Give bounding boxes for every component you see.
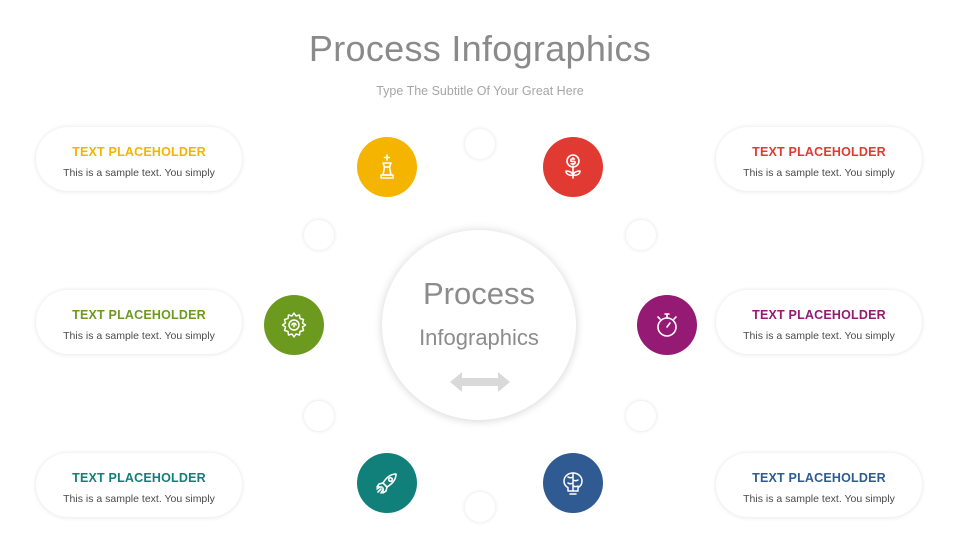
center-hub: Process Infographics [382,230,576,420]
card-text: This is a sample text. You simply [743,330,895,342]
stopwatch-icon [657,313,677,337]
card-heading: TEXT PLACEHOLDER [752,308,886,322]
connector-dot [465,129,495,159]
card-text: This is a sample text. You simply [63,167,215,179]
chess-king-icon [380,154,394,179]
text-card-4: TEXT PLACEHOLDER This is a sample text. … [716,127,922,191]
gear-brain-icon [281,312,307,338]
connector-dot [304,401,334,431]
node-1 [357,137,417,197]
card-heading: TEXT PLACEHOLDER [72,308,206,322]
brain-bulb-icon [563,472,583,495]
text-card-2: TEXT PLACEHOLDER This is a sample text. … [36,290,242,354]
connector-dot [465,492,495,522]
hub-title: Process [423,276,535,311]
double-arrow-icon [450,372,510,392]
node-3 [357,453,417,513]
node-2 [264,295,324,355]
card-heading: TEXT PLACEHOLDER [752,145,886,159]
rocket-icon [376,473,397,494]
hub-subtitle: Infographics [419,325,539,350]
card-text: This is a sample text. You simply [743,167,895,179]
card-heading: TEXT PLACEHOLDER [752,471,886,485]
card-text: This is a sample text. You simply [743,493,895,505]
node-6 [543,453,603,513]
text-card-1: TEXT PLACEHOLDER This is a sample text. … [36,127,242,191]
node-4 [543,137,603,197]
connector-dot [626,401,656,431]
text-card-3: TEXT PLACEHOLDER This is a sample text. … [36,453,242,517]
connector-dot [626,220,656,250]
page-subtitle: Type The Subtitle Of Your Great Here [376,84,584,98]
node-5 [637,295,697,355]
card-heading: TEXT PLACEHOLDER [72,471,206,485]
text-card-5: TEXT PLACEHOLDER This is a sample text. … [716,290,922,354]
page-title: Process Infographics [308,28,652,69]
text-card-6: TEXT PLACEHOLDER This is a sample text. … [716,453,922,517]
connector-dot [304,220,334,250]
money-plant-icon [565,154,581,179]
card-text: This is a sample text. You simply [63,493,215,505]
card-text: This is a sample text. You simply [63,330,215,342]
card-heading: TEXT PLACEHOLDER [72,145,206,159]
